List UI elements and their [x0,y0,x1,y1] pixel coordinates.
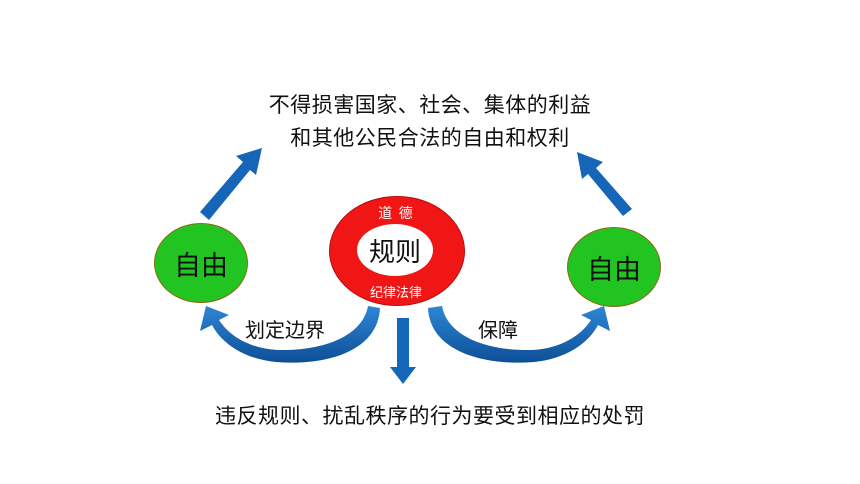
left-arrow-label: 划定边界 [245,318,325,342]
freedom-circle-right: 自由 [567,227,661,307]
top-text-line-1: 不得损害国家、社会、集体的利益 [268,93,592,117]
freedom-circle-left: 自由 [154,223,248,303]
rules-core: 规则 [357,224,433,276]
bottom-text: 违反规则、扰乱秩序的行为要受到相应的处罚 [215,404,645,428]
rules-label: 规则 [368,237,421,268]
freedom-left-label: 自由 [174,250,228,282]
top-text-line-2: 和其他公民合法的自由和权利 [290,126,570,150]
ring-bottom-label: 纪律法律 [369,286,422,301]
arrow-curve-left [200,306,380,363]
ring-top-label: 道 德 [378,206,414,222]
arrow-left-up [200,148,262,220]
arrow-right-up [577,152,632,216]
right-arrow-label: 保障 [478,318,518,342]
arrow-down [390,318,416,384]
arrow-curve-right [428,306,610,363]
freedom-right-label: 自由 [587,254,641,286]
